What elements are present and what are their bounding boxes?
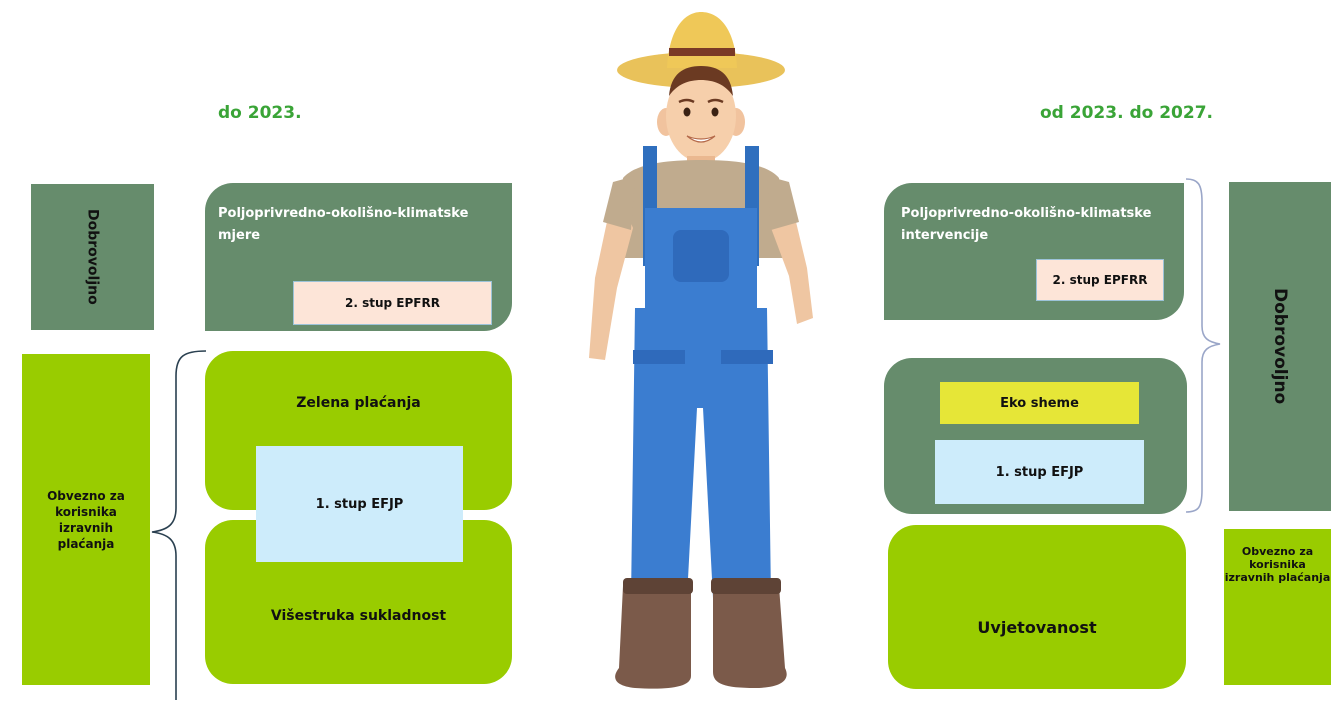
right-pillar2-box: 2. stup EPFRR [1036,259,1164,301]
right-conditionality-box: Uvjetovanost [888,525,1186,689]
left-cross-compliance-label: Višestruka sukladnost [270,608,447,624]
left-curly-brace [151,350,207,700]
right-pillar2-label: 2. stup EPFRR [1052,273,1148,287]
right-mandatory-box: Obvezno za korisnika izravnih plaćanja [1224,529,1331,685]
left-mandatory-label: Obvezno za korisnika izravnih plaćanja [47,488,125,551]
left-pillar1-box: 1. stup EFJP [256,446,463,562]
right-conditionality-label: Uvjetovanost [977,617,1097,637]
right-mandatory-label: Obvezno za korisnika izravnih plaćanja [1224,545,1331,584]
right-eco-schemes-box: Eko sheme [940,382,1139,424]
farmer-illustration [589,12,813,689]
right-heading: od 2023. do 2027. [1040,103,1213,123]
left-pillar2-label: 2. stup EPFRR [345,296,440,310]
left-pillar2-box: 2. stup EPFRR [293,281,492,325]
left-pillar1-label: 1. stup EFJP [315,496,404,512]
right-agri-interventions-title: Poljoprivredno-okolišno-klimatske interv… [901,206,1152,243]
left-green-payments-label: Zelena plaćanja [296,395,421,411]
right-curly-brace [1185,178,1221,513]
right-eco-schemes-label: Eko sheme [1000,395,1079,411]
left-voluntary-box: Dobrovoljno [31,184,154,330]
left-heading: do 2023. [218,103,302,123]
right-voluntary-box: Dobrovoljno [1229,182,1331,511]
left-mandatory-box: Obvezno za korisnika izravnih plaćanja [22,354,150,685]
right-pillar1-box: 1. stup EFJP [935,440,1144,504]
left-voluntary-label: Dobrovoljno [84,209,101,305]
right-pillar1-label: 1. stup EFJP [995,464,1084,480]
left-agri-measures-title: Poljoprivredno-okolišno-klimatske mjere [218,206,469,243]
right-voluntary-label: Dobrovoljno [1270,288,1290,405]
